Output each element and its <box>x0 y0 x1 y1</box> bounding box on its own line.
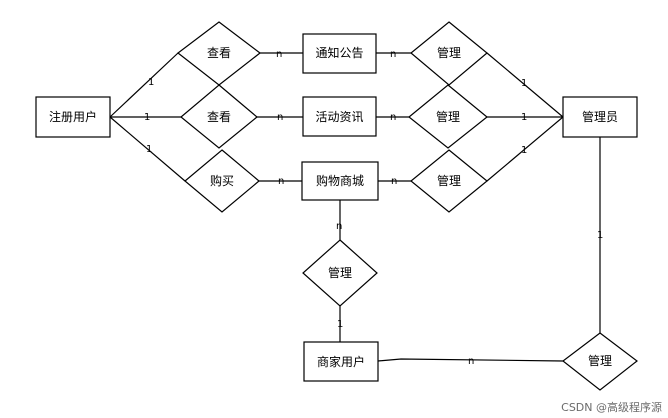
svg-text:管理: 管理 <box>436 109 460 124</box>
svg-text:查看: 查看 <box>207 110 231 124</box>
edge-merchant-manage <box>377 358 564 362</box>
entity-notice: 通知公告 <box>302 33 377 74</box>
relation-view-activity: 查看 <box>180 84 258 149</box>
svg-text:通知公告: 通知公告 <box>315 46 363 60</box>
svg-text:管理: 管理 <box>437 173 461 188</box>
edge-user-buy <box>109 116 186 182</box>
entity-registered-user: 注册用户 <box>35 96 111 138</box>
relation-manage-merchant: 管理 <box>562 332 638 391</box>
relation-manage-mall: 管理 <box>410 149 488 213</box>
cardinality-label: n <box>278 176 284 187</box>
connectors <box>109 52 601 362</box>
edge-user-view-notice <box>109 52 179 118</box>
svg-text:管理员: 管理员 <box>582 109 618 124</box>
relation-manage-mall-merchant: 管理 <box>302 239 378 307</box>
cardinality-label: 1 <box>521 145 527 156</box>
cardinality-label: n <box>277 112 283 123</box>
svg-text:管理: 管理 <box>588 353 612 368</box>
cardinality-label: 1 <box>337 319 343 330</box>
cardinality-label: 1 <box>597 230 603 241</box>
cardinality-label: 1 <box>521 112 527 123</box>
cardinality-label: 1 <box>148 77 154 88</box>
cardinality-label: n <box>390 112 396 123</box>
svg-text:管理: 管理 <box>328 265 352 280</box>
svg-text:查看: 查看 <box>207 46 231 60</box>
cardinality-labels: 1 n 1 n 1 n n 1 n 1 n 1 n 1 1 n <box>144 49 603 367</box>
edge-manage-admin-3 <box>486 116 564 182</box>
relation-manage-notice: 管理 <box>410 21 488 86</box>
svg-text:管理: 管理 <box>437 45 461 60</box>
cardinality-label: 1 <box>146 144 152 155</box>
cardinality-label: n <box>336 221 342 232</box>
cardinality-label: n <box>391 176 397 187</box>
relation-buy: 购买 <box>184 149 260 213</box>
cardinality-label: n <box>468 356 474 367</box>
cardinality-label: n <box>390 49 396 60</box>
cardinality-label: 1 <box>521 78 527 89</box>
entity-merchant-user: 商家用户 <box>303 341 379 382</box>
svg-text:注册用户: 注册用户 <box>49 109 97 124</box>
svg-text:活动资讯: 活动资讯 <box>315 110 363 124</box>
cardinality-label: 1 <box>144 112 150 123</box>
relation-manage-activity: 管理 <box>408 84 488 149</box>
watermark: CSDN @高级程序源 <box>561 400 662 414</box>
svg-text:购物商城: 购物商城 <box>316 173 364 188</box>
svg-text:购买: 购买 <box>210 173 234 188</box>
cardinality-label: n <box>276 49 282 60</box>
edge-manage-admin-1 <box>486 52 564 118</box>
entity-shopping-mall: 购物商城 <box>301 161 379 201</box>
svg-text:商家用户: 商家用户 <box>317 354 365 369</box>
entity-admin: 管理员 <box>562 96 638 138</box>
entity-activity-news: 活动资讯 <box>302 96 377 137</box>
relation-view-notice: 查看 <box>177 21 261 86</box>
